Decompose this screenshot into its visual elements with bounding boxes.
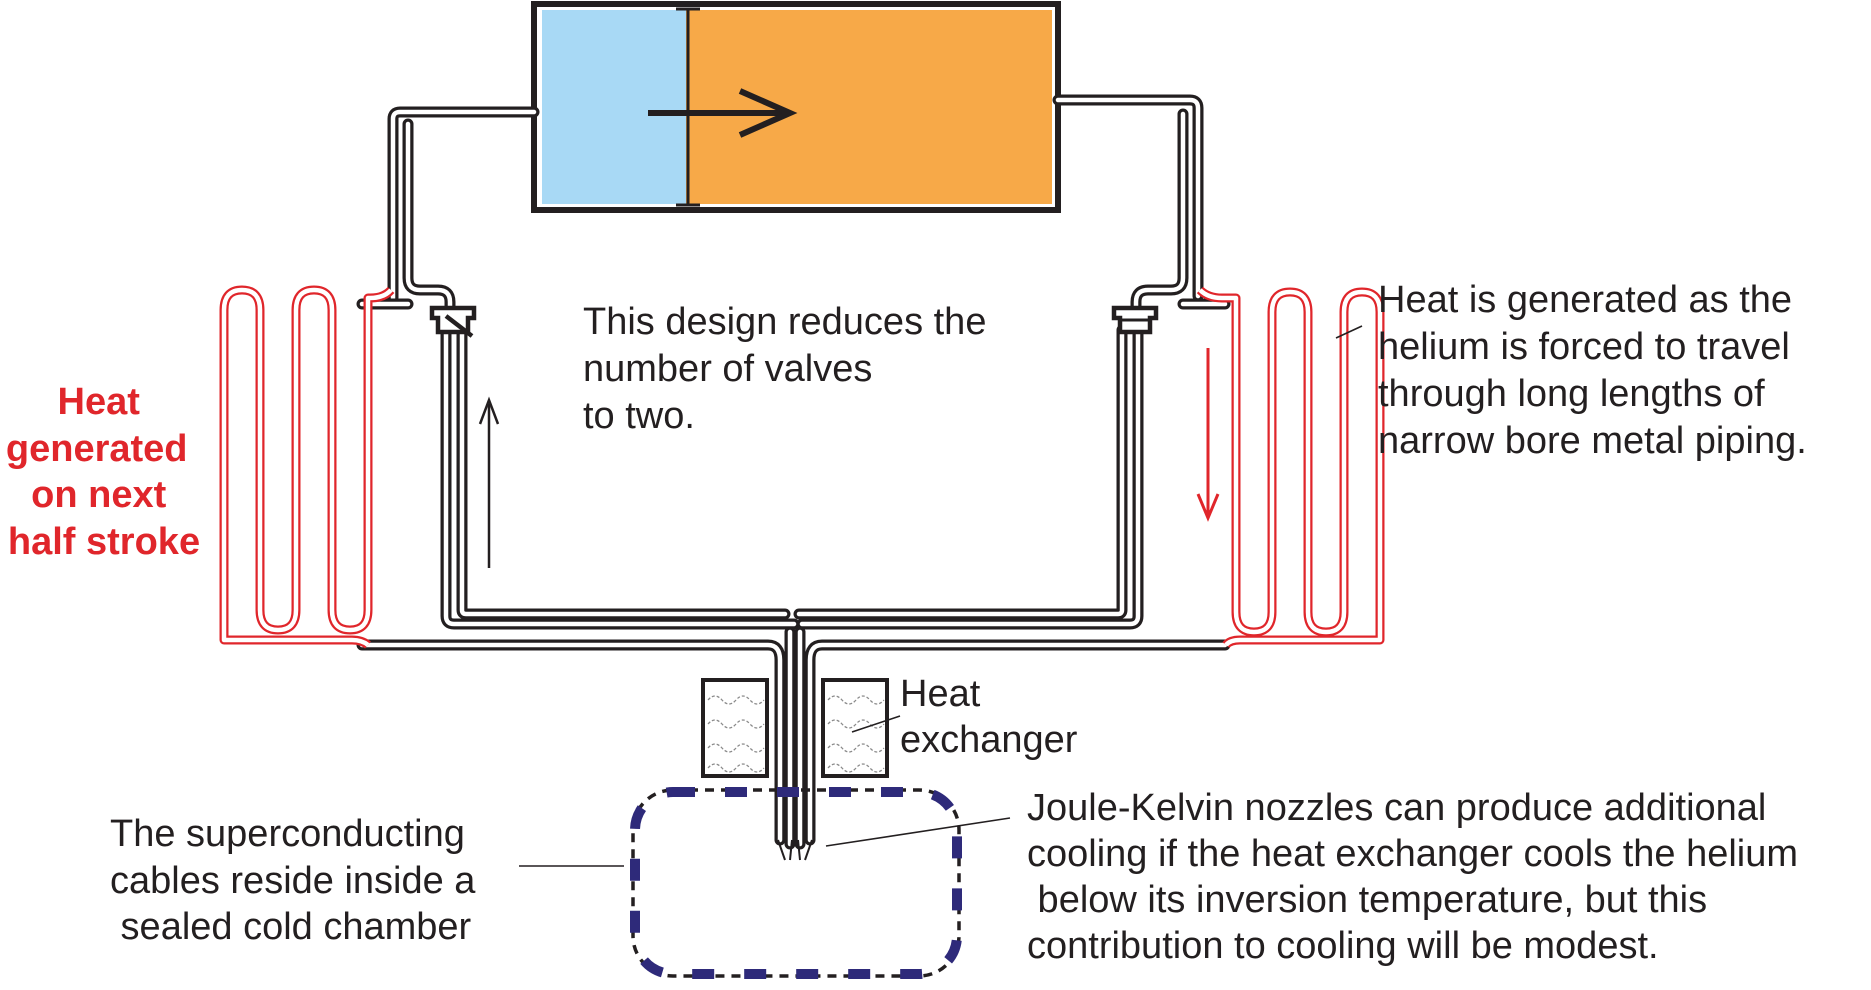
sealed-cold-chamber <box>630 787 962 979</box>
left-heating-coil <box>219 285 395 649</box>
downward-flow-arrow <box>1196 348 1220 522</box>
right-heating-coil <box>1196 286 1385 649</box>
next-half-stroke-heat-label: Heat generated on next half stroke <box>6 381 200 563</box>
helium-piping <box>356 94 1231 850</box>
cold-chamber-label: The superconducting cables reside inside… <box>0 0 528 948</box>
piping-heat-note: Heat is generated as the helium is force… <box>1378 279 1807 462</box>
heat-exchanger-right-block <box>821 678 889 778</box>
piston-cylinder <box>531 1 1061 213</box>
left-check-valve <box>429 305 477 338</box>
piping-leader-line <box>1335 325 1363 339</box>
hot-gas-chamber <box>686 10 1052 204</box>
nozzle-note: Joule-Kelvin nozzles can produce additio… <box>1027 787 1798 967</box>
upward-flow-arrow <box>478 396 500 568</box>
joule-kelvin-nozzles <box>777 839 813 861</box>
heat-exchanger-label: Heat exchanger <box>900 673 1078 761</box>
right-check-valve <box>1111 305 1159 335</box>
heat-exchanger <box>701 678 889 778</box>
heat-exchanger-left-block <box>701 678 769 778</box>
cold-gas-chamber <box>542 10 686 204</box>
valves-note: This design reduces the number of valves… <box>583 301 997 437</box>
nozzle-leader-line <box>825 817 1011 847</box>
heat-exchanger-leader-line <box>851 715 901 733</box>
